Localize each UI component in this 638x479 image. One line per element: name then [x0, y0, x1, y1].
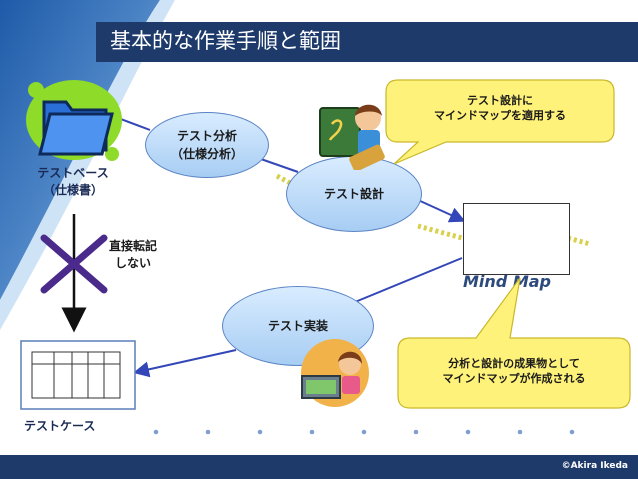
copyright-text: ©Akira Ikeda [561, 461, 628, 471]
test-design-label: テスト設計 [323, 187, 384, 201]
test-impl-node: テスト実装 [222, 286, 374, 366]
callout-bottom-bubble [397, 277, 631, 409]
no-direct-line1: 直接転記 [108, 239, 157, 253]
no-direct-cross [40, 234, 108, 294]
folder-icon [26, 80, 122, 161]
test-base-line2: （仕様書） [42, 183, 103, 197]
arrow-design-to-mindmap [417, 199, 466, 223]
test-case-label: テストケース [24, 419, 96, 433]
arrow-analysis-to-design [257, 157, 299, 173]
mind-map-label: Mind Map [463, 272, 551, 291]
girl-laptop-illustration [301, 339, 369, 407]
arrow-impl-to-testcase [133, 349, 237, 378]
callout-bottom-text: 分析と設計の成果物として マインドマップが作成される [398, 356, 630, 386]
test-impl-label: テスト実装 [267, 319, 328, 333]
girl-clipboard-illustration [319, 104, 385, 170]
test-base-label: テストベース （仕様書） [28, 165, 118, 199]
test-analysis-node: テスト分析 （仕様分析） [145, 112, 269, 178]
callout-top-bubble [385, 79, 615, 165]
footer-bar [0, 455, 638, 479]
test-analysis-line2: （仕様分析） [170, 147, 243, 161]
dotted-band-mid [417, 223, 463, 241]
callout-bottom-line2: マインドマップが作成される [442, 372, 586, 385]
callout-bottom-line1: 分析と設計の成果物として [448, 357, 580, 370]
callout-top-line1: テスト設計に [467, 94, 533, 107]
no-direct-line2: しない [114, 256, 151, 270]
arrow-base-to-analysis [117, 117, 151, 131]
arrow-mindmap-to-impl [354, 257, 463, 303]
slide-title: 基本的な作業手順と範囲 [110, 29, 341, 53]
test-analysis-line1: テスト分析 [176, 129, 237, 143]
mind-map-box [463, 203, 570, 275]
title-bar [96, 22, 638, 62]
test-case-table [20, 340, 136, 410]
callout-top-text: テスト設計に マインドマップを適用する [386, 93, 614, 123]
no-direct-label: 直接転記 しない [98, 238, 168, 272]
callout-top-line2: マインドマップを適用する [434, 109, 566, 122]
dotted-band-right [567, 235, 591, 247]
test-base-line1: テストベース [37, 166, 109, 180]
